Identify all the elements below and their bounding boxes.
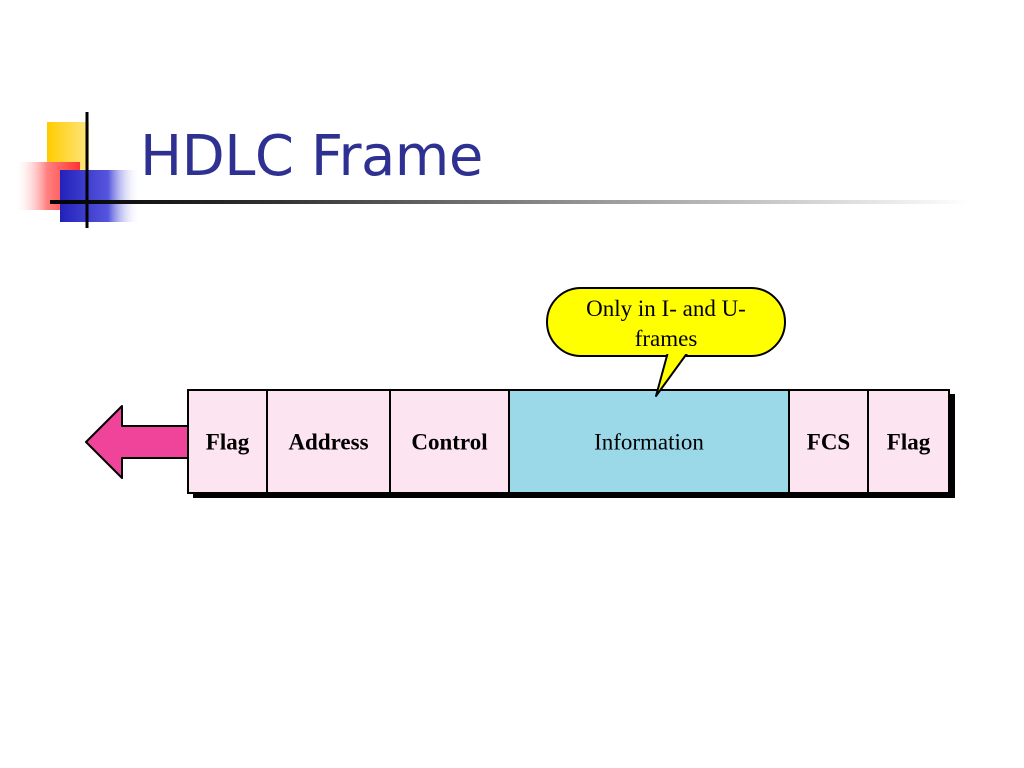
frame-fields: Flag Address Control Information FCS Flag [187, 389, 950, 494]
field-flag-start-cell [187, 389, 268, 494]
field-fcs-label: FCS [807, 430, 850, 455]
callout-line-1: Only in I- and U- [586, 296, 746, 321]
field-control-label: Control [411, 430, 487, 455]
slide-title: HDLC Frame [140, 124, 483, 189]
field-flag-start-label: Flag [206, 430, 250, 455]
field-address-cell [266, 389, 391, 494]
field-address-label: Address [288, 430, 368, 455]
field-information-cell [508, 389, 790, 494]
callout-line-2: frames [635, 326, 698, 351]
direction-arrow-icon [85, 405, 189, 479]
field-information-label: Information [594, 430, 704, 455]
field-fcs-cell [788, 389, 869, 494]
field-flag-end-cell [867, 389, 950, 494]
field-flag-end-label: Flag [887, 430, 931, 455]
title-underline [50, 200, 970, 204]
slide-logo-icon [14, 112, 140, 228]
callout-bubble: Only in I- and U- frames [546, 287, 786, 397]
field-control-cell [389, 389, 510, 494]
